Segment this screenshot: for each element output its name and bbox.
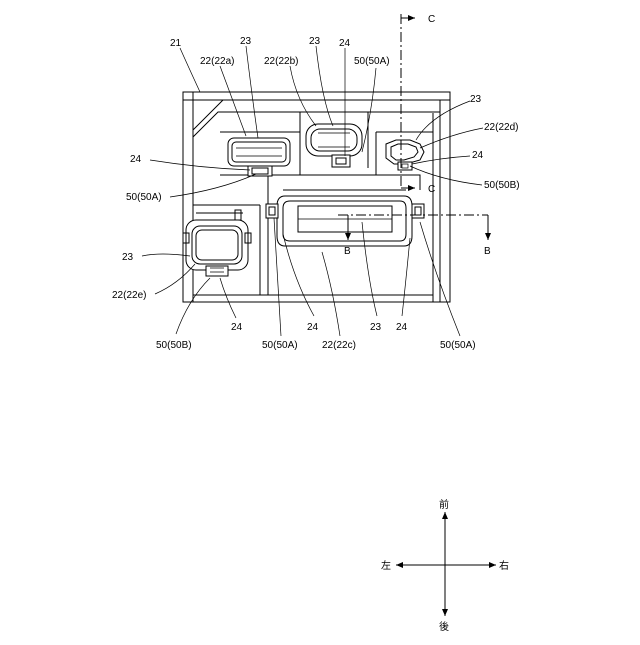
connector-22d [376,132,433,175]
label-section-b-right: B [484,246,491,257]
direction-left: 左 [381,559,391,572]
label-50b-right: 50(50B) [484,180,520,191]
label-50a-left: 50(50A) [126,192,162,203]
label-conn-22b: 22(22b) [264,56,298,67]
label-housing: 21 [170,38,182,49]
label-section-c-top: C [428,14,435,25]
label-conn-22d: 22(22d) [484,122,518,133]
label-24-c-left: 24 [307,322,319,333]
direction-right: 右 [499,559,509,572]
label-23-b: 23 [309,36,321,47]
direction-compass: 前 後 左 右 [381,498,509,633]
reference-labels: 21 22(22a) 23 22(22b) 23 24 50(50A) 24 5… [112,14,520,351]
label-50a-bottom-mid: 50(50A) [262,340,298,351]
connector-22b [300,112,368,168]
direction-front: 前 [439,498,449,511]
label-24-b: 24 [339,38,351,49]
label-50a-top: 50(50A) [354,56,390,67]
label-24-d: 24 [472,150,484,161]
label-23-e: 23 [122,252,134,263]
label-conn-22a: 22(22a) [200,56,234,67]
connector-22c [266,190,424,246]
label-24-a: 24 [130,154,142,165]
label-section-c-mid: C [428,184,435,195]
label-24-c-right: 24 [396,322,408,333]
label-conn-22e: 22(22e) [112,290,146,301]
label-conn-22c: 22(22c) [322,340,356,351]
label-24-e: 24 [231,322,243,333]
label-section-b-left: B [344,246,351,257]
label-50a-bottom-right: 50(50A) [440,340,476,351]
label-23-d: 23 [470,94,482,105]
label-23-a: 23 [240,36,252,47]
label-50b-bottom: 50(50B) [156,340,192,351]
direction-rear: 後 [439,620,449,633]
label-23-c: 23 [370,322,382,333]
